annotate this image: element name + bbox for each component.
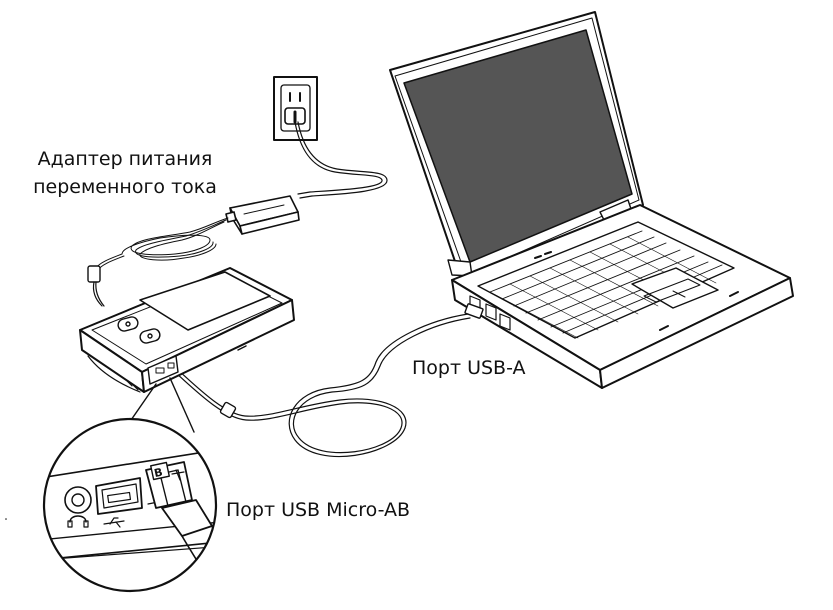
usb-a-port-label: Порт USB-A bbox=[412, 354, 526, 382]
power-adapter-icon bbox=[226, 196, 299, 234]
handheld-device-icon bbox=[80, 268, 294, 392]
magnified-detail: B bbox=[40, 419, 240, 600]
wall-outlet-icon bbox=[274, 77, 317, 140]
laptop-icon bbox=[390, 12, 793, 388]
ac-adapter-label-line-2: переменного тока bbox=[20, 173, 230, 201]
usb-micro-ab-port-label: Порт USB Micro-AB bbox=[226, 496, 410, 524]
ac-adapter-label: Адаптер питания переменного тока bbox=[20, 145, 230, 201]
ac-adapter-label-line-1: Адаптер питания bbox=[20, 145, 230, 173]
